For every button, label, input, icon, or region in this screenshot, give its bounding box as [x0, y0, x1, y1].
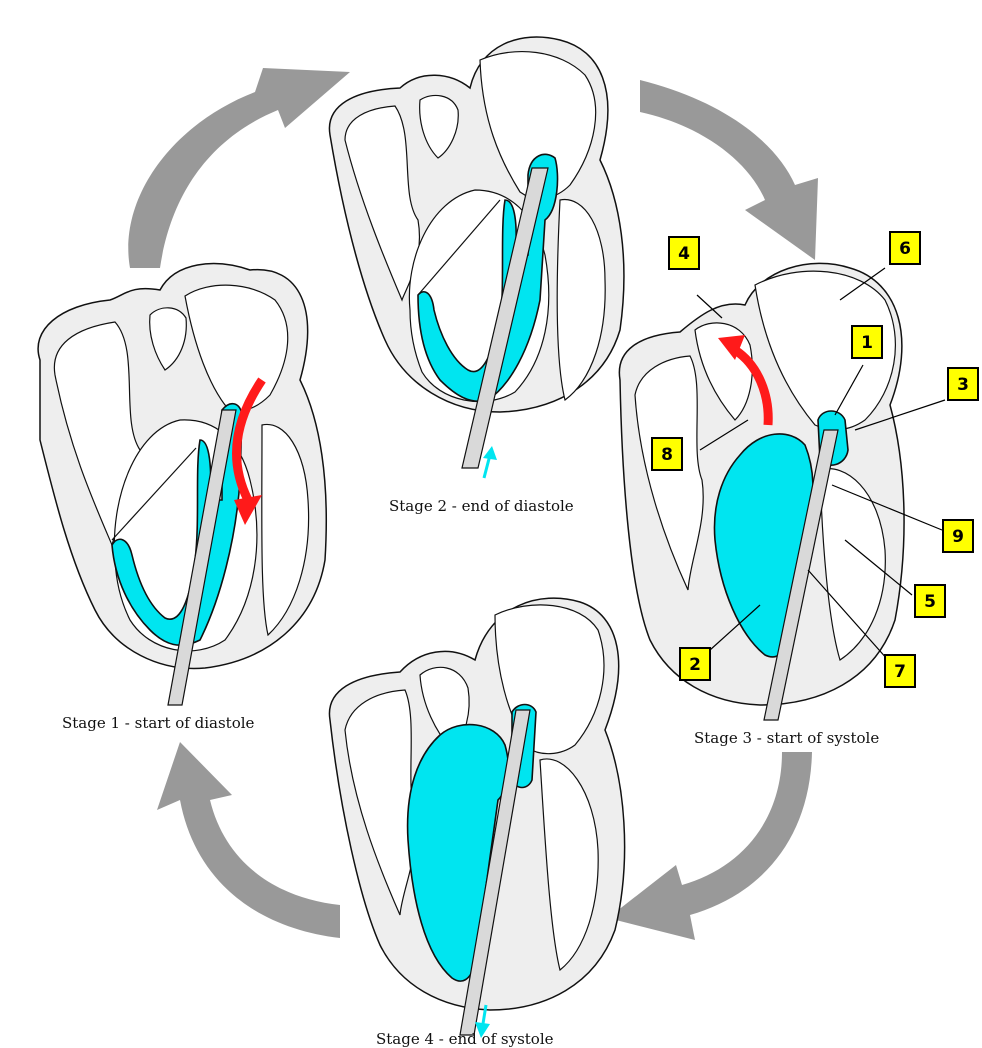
callout-1: 1	[852, 326, 882, 358]
svg-text:1: 1	[861, 333, 873, 353]
svg-text:5: 5	[924, 592, 936, 612]
svg-text:8: 8	[661, 445, 673, 465]
caption-stage-3: Stage 3 - start of systole	[694, 729, 879, 747]
callout-4: 4	[669, 237, 699, 269]
caption-stage-1: Stage 1 - start of diastole	[62, 714, 255, 732]
cycle-arrow-4-to-1	[157, 742, 340, 938]
callout-6: 6	[890, 232, 920, 264]
callout-3: 3	[948, 368, 978, 400]
caption-stage-4: Stage 4 - end of systole	[376, 1030, 554, 1048]
svg-text:6: 6	[899, 239, 911, 259]
cycle-arrow-2-to-3	[640, 80, 818, 260]
heart-stage-1	[38, 264, 326, 705]
callout-9: 9	[943, 520, 973, 552]
cycle-arrow-3-to-4	[608, 752, 812, 940]
svg-text:2: 2	[689, 655, 701, 675]
svg-text:7: 7	[894, 662, 906, 682]
callout-8: 8	[652, 438, 682, 470]
callout-2: 2	[680, 648, 710, 680]
heart-stage-2: Stage 2 - end of diastole	[329, 37, 623, 515]
svg-text:4: 4	[678, 244, 690, 264]
svg-text:3: 3	[957, 375, 969, 395]
callout-7: 7	[885, 655, 915, 687]
callout-5: 5	[915, 585, 945, 617]
caption-stage-2: Stage 2 - end of diastole	[389, 497, 574, 515]
heart-stage-4: Stage 4 - end of systole	[329, 598, 624, 1048]
svg-text:9: 9	[952, 527, 964, 547]
cycle-arrow-1-to-2	[128, 68, 350, 268]
